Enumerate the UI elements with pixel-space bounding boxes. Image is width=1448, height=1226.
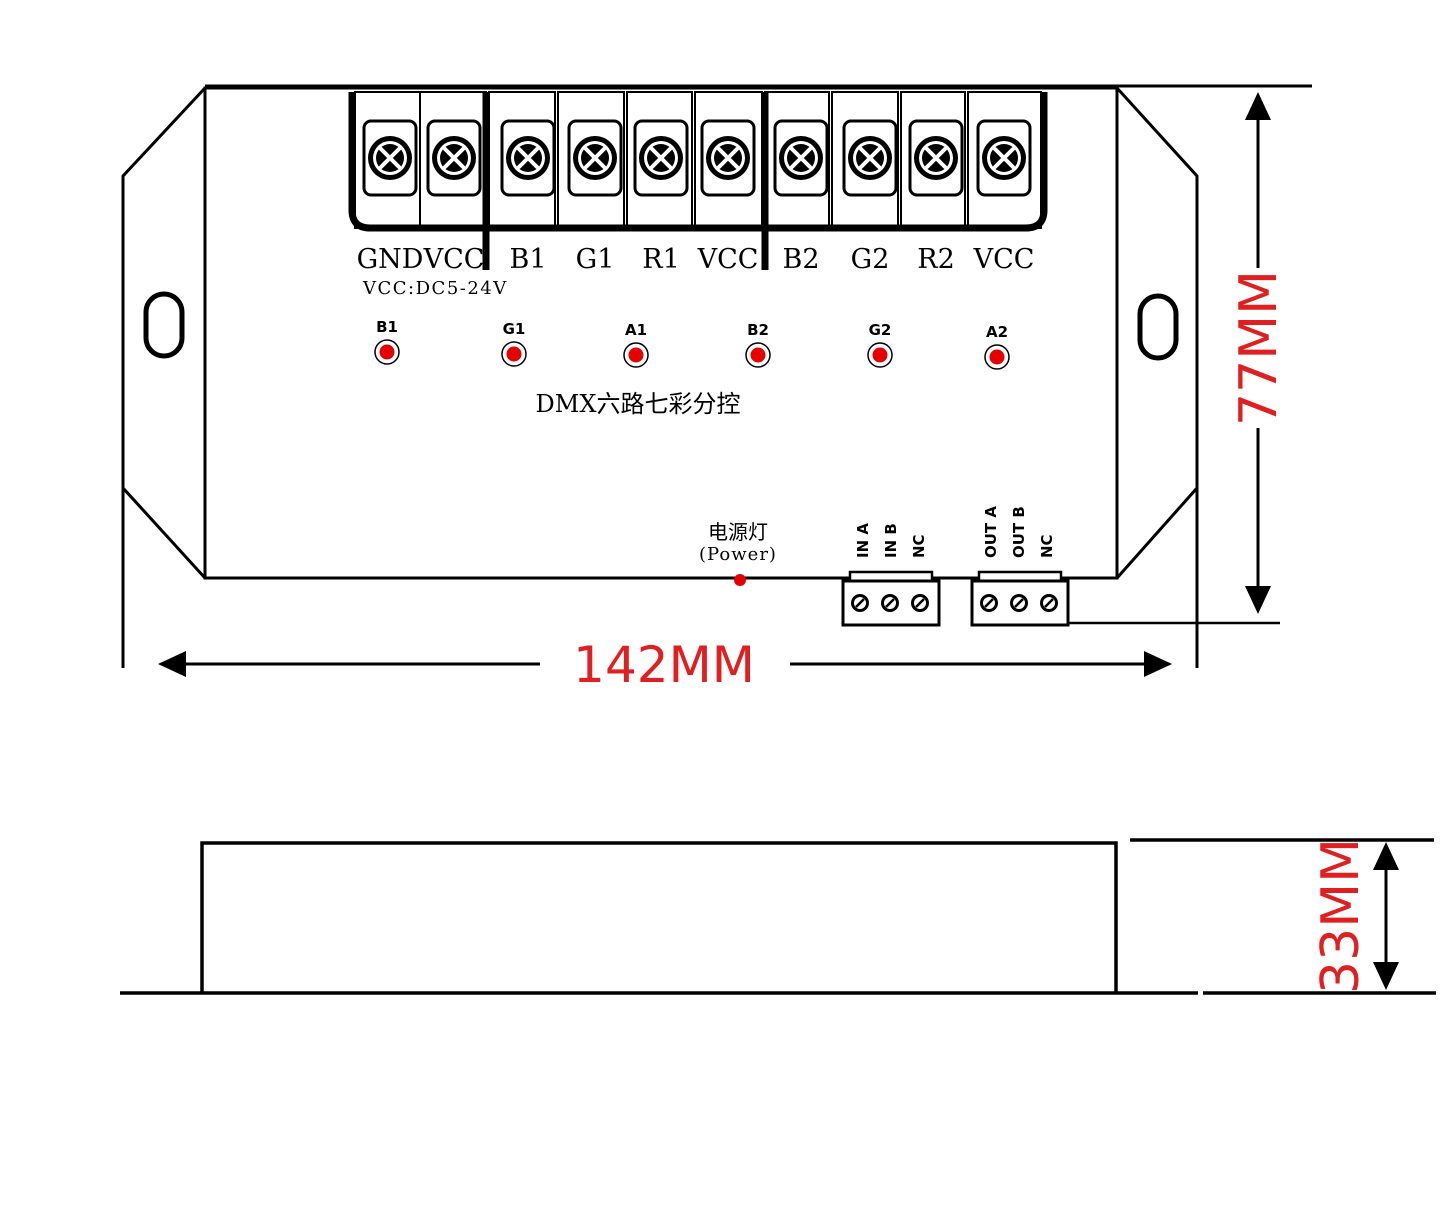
dmx-out-screw-3 <box>1038 592 1060 614</box>
led-label: A2 <box>986 323 1008 341</box>
terminal-label: R2 <box>917 244 955 275</box>
right-flange-upper <box>1115 86 1199 668</box>
thickness-dimension-label: 33MM <box>1311 838 1371 994</box>
right-mounting-slot <box>1137 293 1179 361</box>
led-indicator: G2 <box>867 321 893 368</box>
width-dimension-label: 142MM <box>573 636 755 694</box>
led-light <box>379 344 395 360</box>
terminal-screw[interactable] <box>567 119 623 197</box>
power-led <box>734 574 746 586</box>
terminal-screw[interactable] <box>426 119 482 197</box>
housing-top-view <box>121 84 1312 668</box>
terminal-cell <box>557 91 625 229</box>
dmx-out-connector <box>970 570 1070 627</box>
dmx-in-label: IN B <box>882 523 900 558</box>
terminal-screw[interactable] <box>976 119 1032 197</box>
left-flange-upper <box>121 86 207 668</box>
product-name: DMX六路七彩分控 <box>536 390 741 418</box>
terminal-screw[interactable] <box>500 119 556 197</box>
height-dimension: 77MM <box>1229 92 1289 614</box>
led-label: B1 <box>376 318 398 336</box>
terminal-label: GND <box>357 244 424 275</box>
terminal-label: G2 <box>851 244 890 275</box>
dmx-out-label: NC <box>1038 534 1056 558</box>
led-light <box>506 346 522 362</box>
led-indicator: B1 <box>374 318 400 365</box>
dmx-in-label: IN A <box>854 523 872 558</box>
terminal-cell <box>626 91 693 229</box>
terminal-screw[interactable] <box>773 119 829 197</box>
led-indicator: G1 <box>501 320 527 367</box>
terminal-label: VCC <box>423 244 485 275</box>
terminal-screw[interactable] <box>908 119 964 197</box>
dmx-in-connector <box>841 570 941 627</box>
power-led-sub-label: (Power) <box>699 544 777 565</box>
dmx-out-label: OUT A <box>982 506 1000 558</box>
terminal-label: VCC <box>697 244 759 275</box>
thickness-dimension: 33MM <box>1311 838 1399 994</box>
terminal-cell <box>967 91 1042 229</box>
dmx-in-label: NC <box>910 534 928 558</box>
terminal-cell <box>764 91 830 229</box>
output-terminal-block <box>348 91 1048 270</box>
terminal-label: B2 <box>782 244 819 275</box>
left-flange-lower <box>121 486 207 580</box>
dmx-in-screw-1 <box>849 592 871 614</box>
led-indicator: A1 <box>623 321 649 368</box>
led-light <box>872 347 888 363</box>
housing-body <box>203 86 1119 580</box>
terminal-screw[interactable] <box>633 119 689 197</box>
height-dimension-label: 77MM <box>1229 270 1289 426</box>
terminal-screw[interactable] <box>700 119 756 197</box>
housing-side-view <box>120 838 1436 995</box>
led-light <box>750 347 766 363</box>
terminal-label: R1 <box>642 244 680 275</box>
led-label: A1 <box>625 321 647 339</box>
voltage-note: VCC:DC5-24V <box>362 278 508 299</box>
led-label: G1 <box>503 320 526 338</box>
terminal-cell <box>694 91 763 229</box>
power-led-label: 电源灯 <box>708 520 768 544</box>
dmx-out-screw-2 <box>1008 592 1030 614</box>
right-flange-lower <box>1115 487 1199 579</box>
led-indicator: B2 <box>745 321 771 368</box>
left-mounting-slot <box>143 291 185 359</box>
terminal-label: VCC <box>973 244 1035 275</box>
width-dimension: 142MM <box>158 636 1172 694</box>
led-indicator: A2 <box>984 323 1010 370</box>
terminal-cell <box>419 91 487 229</box>
dmx-out-screw-1 <box>978 592 1000 614</box>
led-label: B2 <box>747 321 769 339</box>
dmx-in-screw-3 <box>909 592 931 614</box>
terminal-screw[interactable] <box>842 119 898 197</box>
terminal-cell <box>900 91 966 229</box>
terminal-label: G1 <box>576 244 615 275</box>
dmx-out-label: OUT B <box>1010 506 1028 558</box>
led-light <box>989 349 1005 365</box>
terminal-label: B1 <box>509 244 546 275</box>
led-light <box>628 347 644 363</box>
dmx-in-screw-2 <box>879 592 901 614</box>
terminal-screw[interactable] <box>362 119 418 197</box>
terminal-cell <box>831 91 899 229</box>
led-label: G2 <box>869 321 892 339</box>
